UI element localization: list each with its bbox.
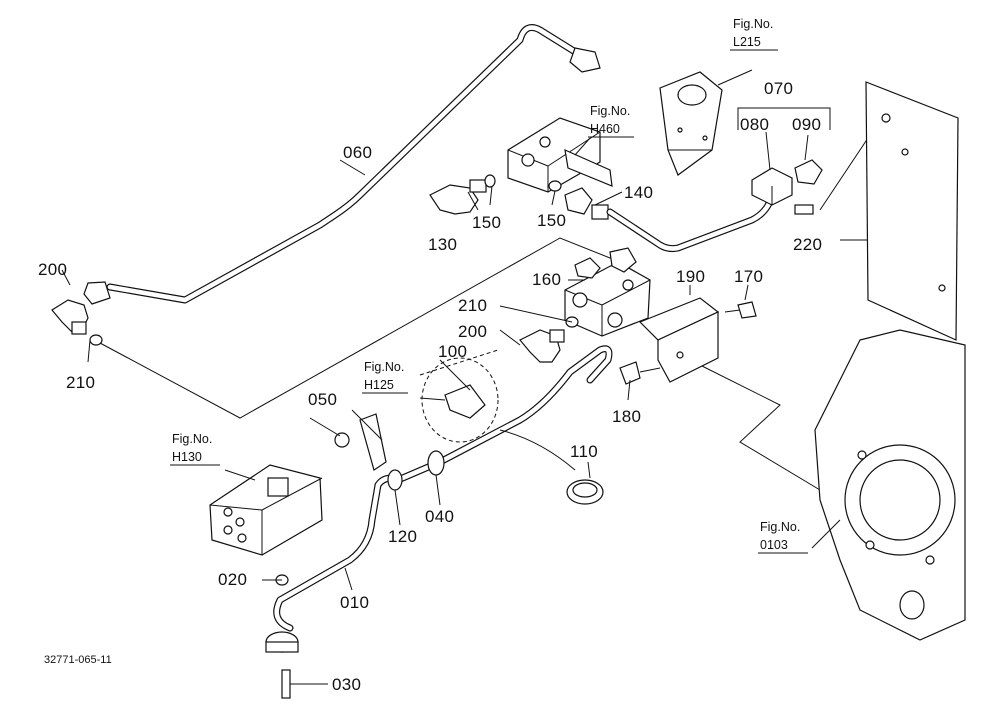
- clamp-040: [427, 450, 445, 476]
- pipe-010: [273, 474, 402, 632]
- panel-plate-220: [865, 81, 959, 341]
- clamp-100: [419, 349, 499, 443]
- hose-clamp-110: [499, 429, 604, 505]
- bolt-030: [281, 669, 328, 699]
- part-label-090: 090: [792, 115, 821, 134]
- adapter-140: [564, 187, 609, 220]
- svg-text:Fig.No.: Fig.No.: [733, 17, 773, 31]
- bolt-180: [619, 361, 661, 385]
- part-label-160: 160: [532, 270, 561, 289]
- hydraulic-pump-h130: [209, 464, 323, 556]
- document-number: 32771-065-11: [44, 654, 112, 666]
- transmission-housing-0103: [814, 329, 966, 641]
- fig-ref-l215: Fig.No. L215: [730, 17, 778, 51]
- svg-text:Fig.No.: Fig.No.: [590, 104, 630, 118]
- part-label-030: 030: [332, 675, 361, 694]
- leader-lines: [61, 69, 868, 591]
- part-label-190: 190: [676, 267, 705, 286]
- pipe-040: [394, 345, 613, 484]
- svg-text:H125: H125: [364, 378, 394, 392]
- clamp-050: [309, 413, 387, 471]
- svg-text:Fig.No.: Fig.No.: [364, 360, 404, 374]
- bolt-170: [724, 301, 757, 319]
- figure-references: Fig.No. L215 Fig.No. H460 Fig.No. H125 F…: [170, 17, 808, 554]
- part-label-200-a: 200: [38, 260, 67, 279]
- pipe-nut-left: [83, 281, 111, 305]
- part-label-040: 040: [425, 507, 454, 526]
- svg-text:H130: H130: [172, 450, 202, 464]
- tee-fitting-080: [751, 167, 814, 215]
- part-label-150-b: 150: [537, 211, 566, 230]
- mounting-bracket-l215: [659, 71, 723, 176]
- o-ring-150-b: [548, 180, 562, 192]
- svg-text:H460: H460: [590, 122, 620, 136]
- part-label-210-a: 210: [66, 373, 95, 392]
- fig-ref-h460: Fig.No. H460: [588, 104, 634, 138]
- elbow-fitting-middle: [519, 329, 565, 363]
- flange-block: [265, 631, 299, 653]
- fig-ref-h125: Fig.No. H125: [362, 360, 408, 394]
- part-label-020: 020: [218, 570, 247, 589]
- part-label-050: 050: [308, 390, 337, 409]
- clamp-120: [387, 469, 403, 491]
- pipe-070: [606, 191, 776, 253]
- part-label-170: 170: [734, 267, 763, 286]
- part-label-100: 100: [438, 342, 467, 361]
- part-label-220: 220: [793, 235, 822, 254]
- valve-160: [564, 247, 651, 337]
- elbow-fitting-left: [51, 299, 89, 335]
- o-ring-left: [89, 334, 103, 346]
- svg-text:0103: 0103: [760, 538, 788, 552]
- bracket-190: [638, 297, 720, 383]
- part-label-130: 130: [428, 235, 457, 254]
- part-label-120: 120: [388, 527, 417, 546]
- fig-ref-h130: Fig.No. H130: [170, 432, 220, 466]
- part-label-150-a: 150: [472, 213, 501, 232]
- fig-ref-0103: Fig.No. 0103: [758, 520, 808, 554]
- part-label-110: 110: [570, 442, 598, 461]
- fitting-090: [794, 159, 823, 185]
- part-label-070: 070: [764, 79, 793, 98]
- part-label-200-b: 200: [458, 322, 487, 341]
- svg-text:Fig.No.: Fig.No.: [760, 520, 800, 534]
- svg-text:L215: L215: [733, 35, 761, 49]
- part-label-010: 010: [340, 593, 369, 612]
- part-labels: 010 020 030 040 050 060 070 080 090 100 …: [38, 79, 822, 694]
- elbow-fitting-130: [429, 179, 487, 215]
- o-ring-150-a: [484, 174, 496, 188]
- part-label-210-b: 210: [458, 296, 487, 315]
- svg-text:Fig.No.: Fig.No.: [172, 432, 212, 446]
- valve-block-h460: [507, 117, 613, 193]
- part-label-080: 080: [740, 115, 769, 134]
- part-label-140: 140: [624, 183, 653, 202]
- long-pipe-060: [83, 24, 601, 305]
- part-label-060: 060: [343, 143, 372, 162]
- part-label-180: 180: [612, 407, 641, 426]
- pipe-nut-top: [569, 47, 601, 73]
